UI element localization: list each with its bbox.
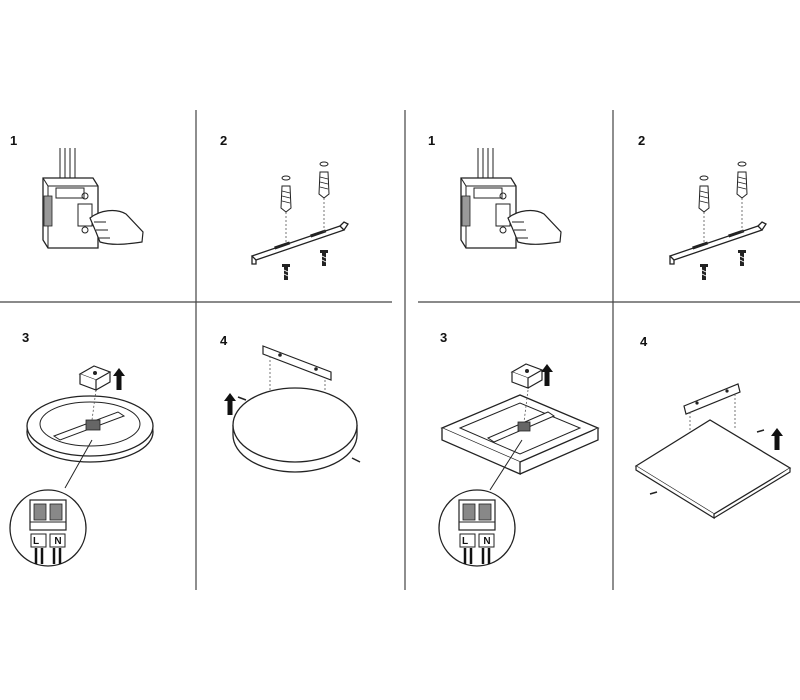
terminal-magnifier: L N	[8, 488, 88, 568]
up-arrow-icon	[113, 368, 125, 390]
right-step-2: 2	[638, 133, 766, 280]
right-step-3: 3 L N	[437, 330, 600, 568]
left-step-3: 3 L N	[8, 330, 154, 568]
mounting-bracket-icon	[252, 162, 348, 280]
up-arrow-icon	[541, 364, 553, 386]
terminal-label-l: L	[33, 536, 39, 547]
right-step-4: 4	[634, 334, 792, 520]
up-arrow-icon	[771, 428, 783, 450]
right-step-1: 1	[428, 133, 562, 249]
square-ceiling-light-icon	[440, 389, 600, 475]
terminal-block-icon	[79, 365, 111, 391]
left-step-2: 2	[220, 133, 348, 280]
step-number: 4	[640, 334, 648, 349]
round-ceiling-light-icon	[232, 345, 361, 473]
terminal-block-icon	[511, 363, 543, 389]
step-number: 1	[428, 133, 435, 148]
terminal-magnifier: L N	[437, 488, 517, 568]
round-ceiling-light-icon	[26, 389, 154, 463]
step-number: 1	[10, 133, 17, 148]
mounting-bracket-icon	[670, 162, 766, 280]
breaker-switch-icon	[460, 147, 562, 249]
step-number: 4	[220, 333, 228, 348]
left-step-4: 4	[220, 333, 361, 473]
square-ceiling-light-icon	[634, 383, 792, 520]
step-number: 3	[440, 330, 447, 345]
breaker-switch-icon	[42, 147, 144, 249]
terminal-label-n: N	[54, 536, 61, 547]
up-arrow-icon	[224, 393, 236, 415]
step-number: 2	[638, 133, 645, 148]
left-step-1: 1	[10, 133, 144, 249]
terminal-label-l: L	[462, 536, 468, 547]
terminal-label-n: N	[483, 536, 490, 547]
step-number: 2	[220, 133, 227, 148]
step-number: 3	[22, 330, 29, 345]
